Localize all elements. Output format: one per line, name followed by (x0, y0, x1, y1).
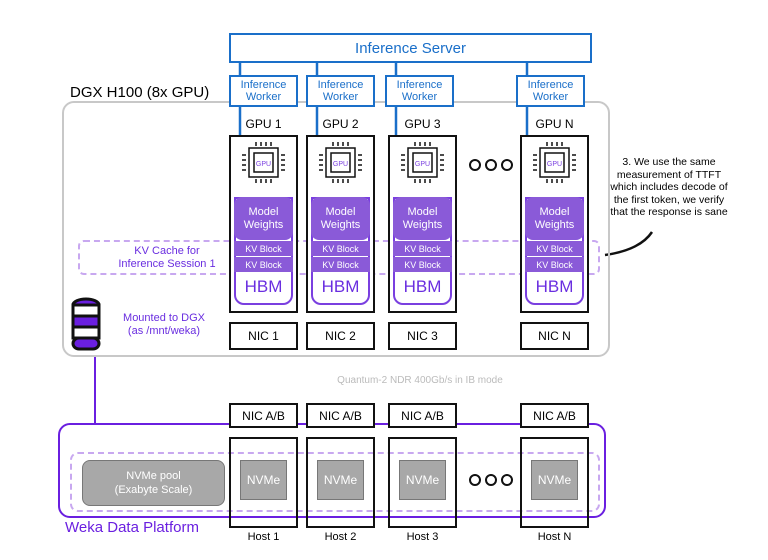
gpu-chip-icon: GPU (242, 142, 285, 183)
svg-text:GPU: GPU (415, 161, 430, 168)
weka-title: Weka Data Platform (62, 519, 202, 536)
gpu-nic: NIC 2 (306, 322, 375, 350)
host-nic: NIC A/B (520, 403, 589, 428)
kv-block: KV Block (393, 257, 452, 272)
svg-text:GPU: GPU (547, 161, 562, 168)
host-card (388, 437, 457, 528)
nvme-drive: NVMe (399, 460, 446, 500)
host-card (520, 437, 589, 528)
host-label: Host 2 (324, 531, 357, 543)
kv-block: KV Block (311, 241, 370, 256)
kv-block: KV Block (311, 257, 370, 272)
database-icon (71, 297, 101, 351)
gpu-chip-icon: GPU (401, 142, 444, 183)
host-nic: NIC A/B (306, 403, 375, 428)
gpu-label: GPU 1 (245, 117, 282, 131)
host-nic: NIC A/B (229, 403, 298, 428)
gpu-nic: NIC 3 (388, 322, 457, 350)
svg-text:GPU: GPU (256, 161, 271, 168)
dgx-title: DGX H100 (8x GPU) (67, 84, 213, 101)
server-worker-links (238, 63, 529, 135)
gpu-label: GPU 3 (404, 117, 441, 131)
ellipsis-hosts-icon (469, 474, 513, 486)
gpu-chip-icon: GPU (533, 142, 576, 183)
host-card (229, 437, 298, 528)
nvme-drive: NVMe (317, 460, 364, 500)
kv-block: KV Block (525, 257, 584, 272)
ellipsis-gpus-icon (469, 159, 513, 171)
gpu-label: GPU N (535, 117, 574, 131)
nvme-drive: NVMe (531, 460, 578, 500)
host-nic: NIC A/B (388, 403, 457, 428)
nvme-region (70, 452, 600, 512)
nvme-drive: NVMe (240, 460, 287, 500)
gpu-chip-icon: GPU (319, 142, 362, 183)
host-label: Host 1 (247, 531, 280, 543)
annotation-pointer (604, 231, 654, 257)
gpu-nic: NIC N (520, 322, 589, 350)
kv-block: KV Block (525, 241, 584, 256)
network-label: Quantum-2 NDR 400Gb/s in IB mode (337, 375, 503, 386)
inference-server: Inference Server (229, 33, 592, 63)
mounted-label: Mounted to DGX(as /mnt/weka) (123, 312, 205, 337)
svg-text:GPU: GPU (333, 161, 348, 168)
host-label: Host 3 (406, 531, 439, 543)
kv-block: KV Block (234, 257, 293, 272)
gpu-label: GPU 2 (322, 117, 359, 131)
gpu-nic: NIC 1 (229, 322, 298, 350)
kv-block: KV Block (393, 241, 452, 256)
nvme-pool: NVMe pool(Exabyte Scale) (82, 460, 225, 506)
host-label: Host N (537, 531, 572, 543)
kv-block: KV Block (234, 241, 293, 256)
host-card (306, 437, 375, 528)
